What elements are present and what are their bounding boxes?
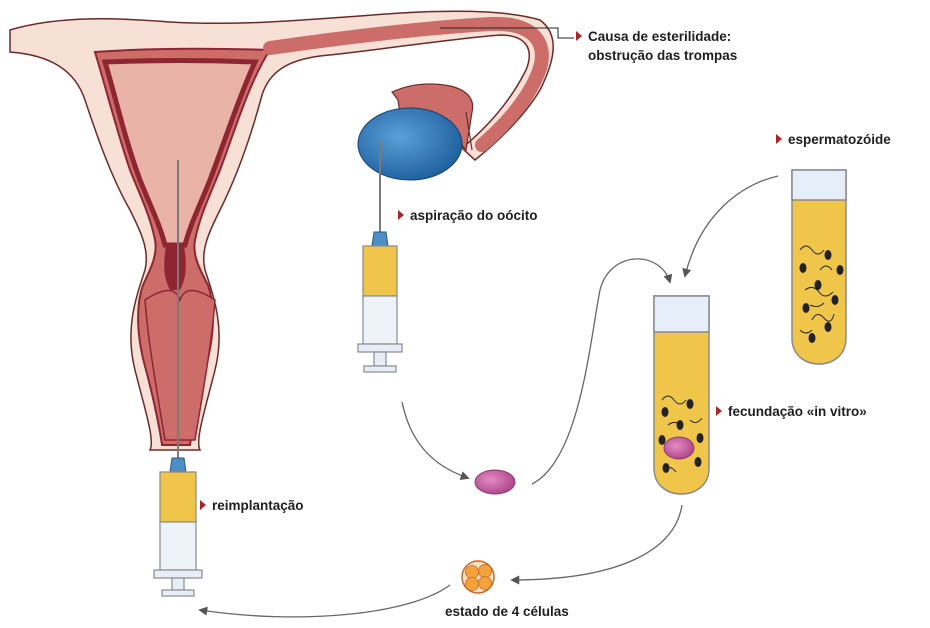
cause-label: Causa de esterilidade: obstrução das tro… — [576, 27, 737, 65]
marker-triangle-icon — [576, 31, 582, 41]
fertilization-test-tube — [654, 296, 709, 494]
ovary-follicle — [358, 108, 462, 180]
cause-label-line1: Causa de esterilidade: — [588, 29, 731, 44]
marker-triangle-icon — [398, 210, 404, 220]
sperm-label-text: espermatozóide — [788, 132, 891, 147]
isolated-oocyte — [475, 470, 515, 494]
aspiration-label: aspiração do oócito — [398, 206, 538, 225]
arrow-syringe-to-egg — [402, 402, 468, 478]
fertilization-label-text: fecundação «in vitro» — [728, 404, 867, 419]
aspiration-syringe — [358, 232, 402, 372]
reimplantation-syringe — [154, 458, 202, 596]
arrow-sperm-to-tube — [685, 176, 778, 276]
fertilization-label: fecundação «in vitro» — [716, 402, 867, 421]
arrow-embryo-to-syringe — [200, 585, 450, 617]
marker-triangle-icon — [200, 500, 206, 510]
aspiration-label-text: aspiração do oócito — [410, 208, 538, 223]
marker-triangle-icon — [716, 406, 722, 416]
four-cells-label: estado de 4 células — [445, 602, 569, 621]
arrow-tube-to-embryo — [512, 505, 682, 580]
sperm-label: espermatozóide — [776, 130, 891, 149]
four-cells-label-text: estado de 4 células — [445, 604, 569, 619]
reimplantation-label-text: reimplantação — [212, 498, 304, 513]
four-cell-embryo — [462, 561, 494, 593]
uterus-anatomy — [10, 11, 553, 450]
cause-label-line2: obstrução das trompas — [588, 48, 737, 63]
arrow-egg-to-tube — [532, 259, 670, 484]
marker-triangle-icon — [776, 134, 782, 144]
sperm-test-tube — [792, 170, 846, 364]
reimplantation-label: reimplantação — [200, 496, 304, 515]
